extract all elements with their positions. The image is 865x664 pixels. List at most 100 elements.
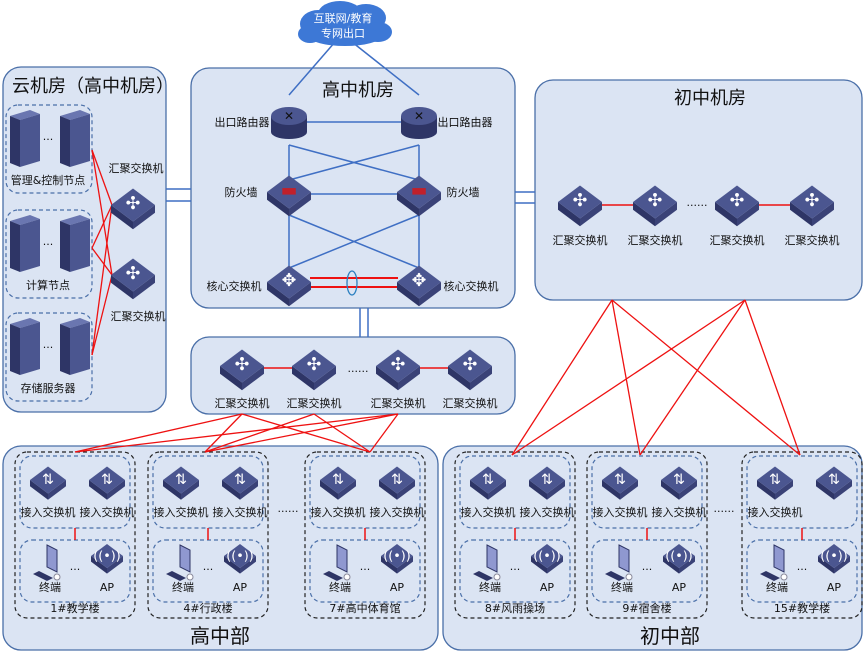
terminal-pc[interactable]	[605, 544, 633, 581]
switch-label: 汇聚交换机	[109, 161, 164, 175]
core-arrows-icon: ✥	[412, 271, 427, 291]
wifi-icon: ((•))	[93, 549, 121, 564]
terminal-pc[interactable]	[166, 544, 194, 581]
access-point[interactable]: ((•))	[381, 544, 413, 574]
server[interactable]	[60, 110, 90, 167]
access-switch[interactable]: ⇅	[757, 466, 793, 500]
terminal-pc[interactable]	[323, 544, 351, 581]
wifi-icon: ((•))	[533, 549, 561, 564]
ellipsis: ...	[797, 560, 808, 573]
wifi-icon: ((•))	[665, 549, 693, 564]
access-switch[interactable]: ⇅	[379, 466, 415, 500]
switch-label: 汇聚交换机	[111, 309, 166, 323]
access-switch[interactable]: ⇅	[89, 466, 125, 500]
link-red	[511, 299, 746, 456]
aggregation-switch[interactable]: ✣	[292, 349, 336, 391]
access-switch[interactable]: ⇅	[163, 466, 199, 500]
access-switch[interactable]: ⇅	[30, 466, 66, 500]
access-arrows-icon: ⇅	[175, 472, 187, 488]
access-arrows-icon: ⇅	[541, 472, 553, 488]
aggregation-switch[interactable]: ✣	[790, 185, 834, 227]
firewall[interactable]: ▬	[267, 175, 311, 217]
link-red	[611, 299, 801, 456]
terminal-label: 终端	[172, 580, 194, 594]
aggregation-switch[interactable]: ✣	[220, 349, 264, 391]
aggregation-switch[interactable]: ✣	[111, 258, 155, 300]
access-arrows-icon: ⇅	[769, 472, 781, 488]
aggregation-switch[interactable]: ✣	[633, 185, 677, 227]
switch-label: 接入交换机	[80, 505, 135, 519]
access-arrows-icon: ⇅	[101, 472, 113, 488]
server[interactable]	[60, 215, 90, 272]
access-point[interactable]: ((•))	[531, 544, 563, 574]
link-red	[204, 413, 243, 453]
access-point[interactable]: ((•))	[224, 544, 256, 574]
egress-router[interactable]: ✕	[401, 107, 437, 139]
aggregation-arrows-icon: ✣	[126, 264, 141, 284]
ap-label: AP	[233, 581, 248, 594]
access-switch[interactable]: ⇅	[816, 466, 852, 500]
firewall-label: 防火墙	[225, 185, 258, 199]
aggregation-arrows-icon: ✣	[126, 194, 141, 214]
access-arrows-icon: ⇅	[482, 472, 494, 488]
switch-label: 接入交换机	[213, 505, 268, 519]
terminal-label: 终端	[479, 580, 501, 594]
access-switch[interactable]: ⇅	[661, 466, 697, 500]
terminal-pc[interactable]	[33, 544, 61, 581]
firewall[interactable]: ▬	[397, 175, 441, 217]
building-label: 8#风雨操场	[485, 601, 545, 615]
access-switch[interactable]: ⇅	[602, 466, 638, 500]
jh-room-panel	[534, 79, 863, 301]
switch-label: 接入交换机	[652, 505, 707, 519]
aggregation-switch[interactable]: ✣	[448, 349, 492, 391]
jh-dept-panel	[442, 445, 863, 651]
aggregation-arrows-icon: ✣	[805, 191, 820, 211]
building-group	[586, 451, 708, 619]
router-label: 出口路由器	[215, 115, 270, 129]
server[interactable]	[60, 318, 90, 375]
ap-label: AP	[390, 581, 405, 594]
building-group	[741, 451, 863, 619]
access-switch[interactable]: ⇅	[470, 466, 506, 500]
access-point[interactable]: ((•))	[91, 544, 123, 574]
link-red	[313, 413, 371, 453]
aggregation-switch[interactable]: ✣	[558, 185, 602, 227]
access-point[interactable]: ((•))	[663, 544, 695, 574]
hs-room-title: 高中机房	[322, 80, 394, 101]
terminal-pc[interactable]	[760, 544, 788, 581]
ellipsis: ...	[43, 338, 54, 351]
building-label: 15#教学楼	[774, 601, 830, 615]
access-switch[interactable]: ⇅	[320, 466, 356, 500]
switch-label: 汇聚交换机	[371, 396, 426, 410]
core-switch[interactable]: ✥	[397, 265, 441, 307]
switch-label: 汇聚交换机	[710, 233, 765, 247]
access-switch[interactable]: ⇅	[222, 466, 258, 500]
server[interactable]	[10, 110, 40, 167]
ellipsis: ......	[348, 362, 369, 375]
aggregation-arrows-icon: ✣	[573, 191, 588, 211]
server-group-label: 计算节点	[26, 278, 70, 292]
access-switch[interactable]: ⇅	[529, 466, 565, 500]
aggregation-switch[interactable]: ✣	[715, 185, 759, 227]
building-group	[304, 451, 426, 619]
server[interactable]	[10, 215, 40, 272]
firewall-icon: ▬	[411, 181, 428, 201]
aggregation-switch[interactable]: ✣	[376, 349, 420, 391]
aggregation-switch[interactable]: ✣	[111, 188, 155, 230]
link-red	[74, 413, 243, 453]
building-label: 9#宿舍楼	[622, 601, 671, 615]
server-group	[5, 104, 93, 194]
access-point[interactable]: ((•))	[818, 544, 850, 574]
server[interactable]	[10, 318, 40, 375]
link-red	[511, 299, 613, 456]
core-switch[interactable]: ✥	[267, 265, 311, 307]
ap-label: AP	[540, 581, 555, 594]
terminal-pc[interactable]	[473, 544, 501, 581]
switch-label: 汇聚交换机	[628, 233, 683, 247]
egress-router[interactable]: ✕	[271, 107, 307, 139]
link-red	[91, 149, 113, 276]
access-arrows-icon: ⇅	[391, 472, 403, 488]
firewall-icon: ▬	[281, 181, 298, 201]
building-label: 1#教学楼	[50, 601, 99, 615]
